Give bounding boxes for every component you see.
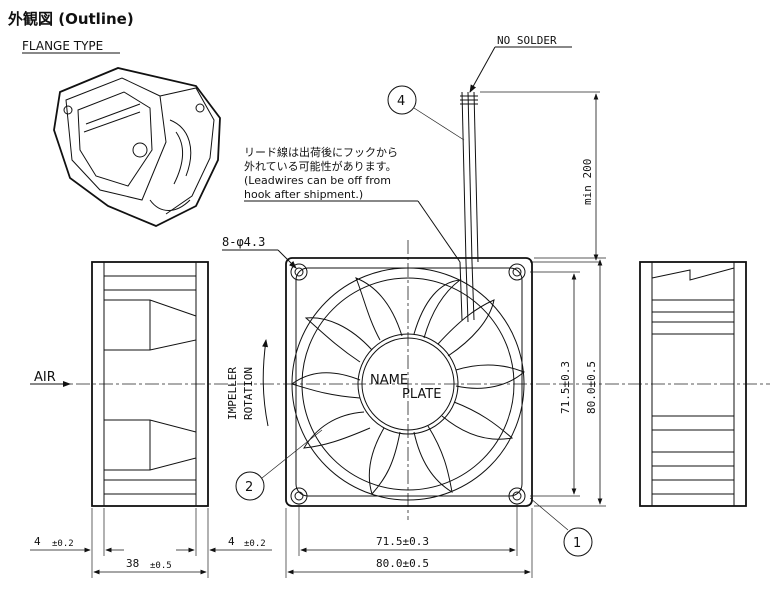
balloon-1	[563, 527, 593, 557]
leadwire-note: リード線は出荷後にフックから 外れている可能性があります。 (Leadwires…	[244, 145, 461, 263]
balloon-1-label: 1	[573, 536, 581, 551]
note-line-1: リード線は出荷後にフックから	[244, 145, 398, 159]
no-solder-label: NO SOLDER	[497, 34, 557, 47]
isometric-fan-sketch	[53, 67, 221, 227]
front-view	[285, 257, 533, 507]
note-line-4: hook after shipment.)	[244, 188, 363, 201]
flange-right-value: 4	[228, 535, 235, 548]
overall-horizontal-dimension: 80.0±0.5	[376, 557, 429, 570]
nameplate-line-2: PLATE	[402, 387, 441, 402]
hole-pitch-vertical-dimension: 71.5±0.3	[559, 361, 572, 414]
balloon-2	[235, 471, 265, 501]
rotation-label-1: IMPELLER	[226, 367, 239, 420]
flange-type-label: FLANGE TYPE	[22, 39, 103, 53]
depth-tolerance: ±0.5	[150, 561, 172, 571]
rotation-arrow	[262, 339, 269, 427]
lead-wires	[460, 91, 479, 263]
overall-vertical-dimension: 80.0±0.5	[585, 361, 598, 414]
hole-pitch-horizontal-dimension: 71.5±0.3	[376, 535, 429, 548]
drawing-title: 外観図 (Outline)	[7, 10, 134, 28]
lead-length-dimension: min 200	[581, 159, 594, 205]
note-line-3: (Leadwires can be off from	[244, 174, 391, 187]
flange-left-tolerance: ±0.2	[52, 539, 74, 549]
note-line-2: 外れている可能性があります。	[244, 159, 397, 173]
flange-left-value: 4	[34, 535, 41, 548]
nameplate-line-1: NAME	[370, 373, 408, 388]
flange-right-tolerance: ±0.2	[244, 539, 266, 549]
air-label: AIR	[34, 370, 56, 385]
left-side-view	[91, 261, 209, 507]
balloon-2-label: 2	[245, 480, 253, 495]
balloon-4-label: 4	[397, 94, 405, 109]
hole-callout: 8-φ4.3	[222, 235, 265, 249]
right-side-view	[639, 261, 747, 507]
rotation-label-2: ROTATION	[242, 367, 255, 420]
depth-value: 38	[126, 557, 139, 570]
balloon-4	[387, 85, 417, 115]
